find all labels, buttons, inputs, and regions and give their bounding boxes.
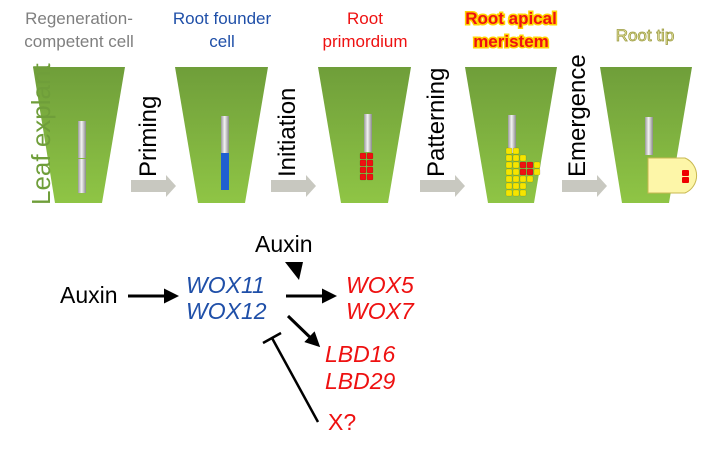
inhibition-line xyxy=(270,337,320,423)
stage-label-line: primordium xyxy=(322,32,407,51)
step-label-initiation: Initiation xyxy=(274,88,301,177)
stage-label-line: cell xyxy=(209,32,235,51)
meristem-yellow-cell xyxy=(533,161,541,169)
stage-label-root-founder: Root founder cell xyxy=(173,9,272,51)
stage-label-line: competent cell xyxy=(24,32,134,51)
primordium-cell xyxy=(359,152,367,160)
vascular-cell xyxy=(508,115,516,153)
primordium-cell xyxy=(366,166,374,174)
primordium-cell xyxy=(359,159,367,167)
primordium-cell xyxy=(366,152,374,160)
meristem-yellow-cell xyxy=(512,182,520,190)
vascular-cell xyxy=(364,114,372,152)
vascular-cell xyxy=(78,121,86,158)
primordium-cell xyxy=(366,173,374,181)
root-tip-red-cell xyxy=(682,177,689,183)
meristem-yellow-cell xyxy=(505,189,513,197)
root-founder-cell xyxy=(221,153,229,190)
meristem-yellow-cell xyxy=(505,168,513,176)
meristem-yellow-cell xyxy=(512,147,520,155)
emerged-root-tip xyxy=(647,157,698,194)
stage-label-line: meristem xyxy=(473,32,549,51)
meristem-yellow-cell xyxy=(519,189,527,197)
auxin-left: Auxin xyxy=(60,282,118,308)
gene-wox12: WOX12 xyxy=(186,298,267,324)
gene-wox7: WOX7 xyxy=(346,298,415,324)
meristem-yellow-cell xyxy=(519,182,527,190)
step-arrow-initiation xyxy=(271,175,316,197)
primordium-cell xyxy=(359,173,367,181)
stage-label-line: Root xyxy=(347,9,383,28)
meristem-yellow-cell xyxy=(512,161,520,169)
meristem-red-cell xyxy=(526,168,534,176)
meristem-yellow-cell xyxy=(512,154,520,162)
inhibition-bar xyxy=(262,331,282,345)
gene-lbd29: LBD29 xyxy=(325,368,396,394)
meristem-yellow-cell xyxy=(519,154,527,162)
meristem-yellow-cell xyxy=(512,175,520,183)
meristem-yellow-cell xyxy=(512,168,520,176)
stage-label-line: Root tip xyxy=(616,26,675,45)
meristem-yellow-cell xyxy=(505,154,513,162)
meristem-yellow-cell xyxy=(512,189,520,197)
cell-clusters xyxy=(359,147,541,197)
meristem-yellow-cell xyxy=(505,182,513,190)
arrowhead-auxin-top xyxy=(285,262,303,280)
stage-label-root-primordium: Root primordium xyxy=(322,9,407,51)
meristem-red-cell xyxy=(519,168,527,176)
stage-label-root-tip: Root tip xyxy=(615,26,675,46)
gene-wox5: WOX5 xyxy=(346,272,414,298)
vascular-cell xyxy=(645,117,653,155)
gene-lbd16: LBD16 xyxy=(325,341,396,367)
root-tip-red-cell xyxy=(682,170,689,176)
meristem-yellow-cell xyxy=(519,175,527,183)
step-arrow-emergence xyxy=(562,175,607,197)
step-label-patterning: Patterning xyxy=(423,68,450,177)
meristem-yellow-cell xyxy=(505,175,513,183)
meristem-red-cell xyxy=(519,161,527,169)
meristem-yellow-cell xyxy=(533,168,541,176)
stage-label-regeneration-competent: Regeneration- competent cell xyxy=(24,9,134,51)
vascular-cell xyxy=(221,116,229,153)
meristem-yellow-cell xyxy=(505,161,513,169)
step-arrow-patterning xyxy=(420,175,465,197)
primordium-cell xyxy=(366,159,374,167)
meristem-yellow-cell xyxy=(526,175,534,183)
step-label-emergence: Emergence xyxy=(564,54,591,177)
primordium-cell xyxy=(359,166,367,174)
step-label-priming: Priming xyxy=(135,96,162,177)
gene-wox11: WOX11 xyxy=(186,272,265,298)
stage-label-line: Root founder xyxy=(173,9,272,28)
auxin-top: Auxin xyxy=(255,231,313,257)
meristem-yellow-cell xyxy=(505,147,513,155)
meristem-red-cell xyxy=(526,161,534,169)
stage-label-line: Root apical xyxy=(465,9,557,28)
stage-label-root-apical-meristem: Root apical meristem xyxy=(464,8,559,53)
vascular-cell xyxy=(78,159,86,193)
unknown-factor-x: X? xyxy=(328,409,356,435)
step-arrow-priming xyxy=(131,175,176,197)
arrow-to-lbd16-29 xyxy=(286,314,321,348)
leaf-explant-label: Leaf explant xyxy=(26,63,56,205)
stage-label-line: Regeneration- xyxy=(25,9,133,28)
